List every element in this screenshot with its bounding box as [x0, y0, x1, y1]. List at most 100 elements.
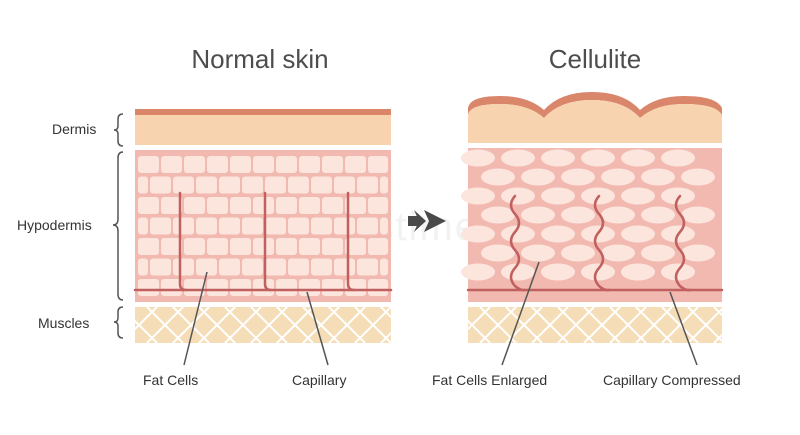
fat-cell — [276, 156, 297, 173]
fat-cell — [288, 217, 309, 235]
fat-cell — [184, 197, 205, 214]
leader-capillary-compressed — [669, 291, 698, 366]
fat-cell — [288, 258, 309, 276]
bracket-hypodermis — [112, 151, 124, 301]
fat-cell — [219, 217, 240, 235]
fat-cell — [299, 197, 320, 214]
fat-cell — [380, 176, 388, 194]
fat-cell — [276, 238, 297, 255]
label-capillary-compressed: Capillary Compressed — [603, 372, 741, 388]
fat-cell — [345, 156, 366, 173]
enlarged-fat-cell — [681, 206, 715, 224]
fat-cell — [322, 156, 343, 173]
enlarged-fat-cell — [561, 244, 595, 262]
fat-cell — [196, 258, 217, 276]
label-muscles: Muscles — [38, 315, 90, 331]
enlarged-fat-cell — [521, 244, 555, 262]
enlarged-fat-cell — [581, 149, 615, 167]
fat-cell — [368, 156, 388, 173]
enlarged-fat-cell — [661, 149, 695, 167]
enlarged-fat-cell — [561, 206, 595, 224]
fat-cell — [184, 238, 205, 255]
fat-cell — [253, 197, 274, 214]
fat-cell — [173, 217, 194, 235]
fat-cell — [242, 258, 263, 276]
fat-cell — [230, 238, 251, 255]
fat-cell — [219, 176, 240, 194]
fat-cell — [334, 217, 355, 235]
fat-cell — [173, 258, 194, 276]
enlarged-fat-cell — [621, 187, 655, 205]
normal-dermis-top-line — [135, 109, 391, 115]
callout-leader-lines — [183, 261, 698, 366]
bracket-dermis — [113, 113, 124, 147]
enlarged-fat-cell — [661, 187, 695, 205]
fat-cell — [184, 279, 205, 296]
fat-cell — [207, 238, 228, 255]
fat-cell — [334, 176, 355, 194]
fat-cell — [322, 238, 343, 255]
fat-cell — [345, 238, 366, 255]
enlarged-fat-cell — [501, 263, 535, 281]
enlarged-fat-cell — [601, 244, 635, 262]
normal-capillaries — [133, 191, 393, 292]
enlarged-fat-cell — [461, 263, 495, 281]
fat-cell — [276, 197, 297, 214]
enlarged-fat-cell — [521, 206, 555, 224]
enlarged-fat-cell — [521, 168, 555, 186]
fat-cell — [207, 197, 228, 214]
leader-capillary — [306, 291, 329, 366]
fat-cell — [138, 176, 148, 194]
enlarged-fat-cell — [481, 206, 515, 224]
fat-cell — [150, 176, 171, 194]
enlarged-fat-cell — [541, 149, 575, 167]
leader-fat-cells-enlarged — [501, 261, 540, 366]
fat-cell — [219, 258, 240, 276]
cellulite-capillaries — [466, 194, 724, 292]
enlarged-fat-cell — [461, 187, 495, 205]
fat-cell — [345, 197, 366, 214]
fat-cell — [380, 217, 388, 235]
normal-skin-panel — [133, 109, 393, 343]
fat-cell — [138, 156, 159, 173]
enlarged-fat-cell — [601, 168, 635, 186]
enlarged-fat-cell — [681, 168, 715, 186]
enlarged-fat-cell — [481, 168, 515, 186]
fat-cell — [322, 197, 343, 214]
fat-cell — [184, 156, 205, 173]
enlarged-fat-cell — [601, 206, 635, 224]
fat-cell — [299, 238, 320, 255]
label-capillary: Capillary — [292, 372, 347, 388]
fat-cell — [357, 217, 378, 235]
fat-cell — [161, 197, 182, 214]
fat-cell — [230, 197, 251, 214]
enlarged-fat-cell — [581, 263, 615, 281]
cellulite-dermis — [468, 100, 722, 143]
fat-cell — [138, 258, 148, 276]
enlarged-fat-cell — [541, 225, 575, 243]
enlarged-fat-cell — [461, 225, 495, 243]
enlarged-fat-cell — [501, 187, 535, 205]
fat-cell — [138, 279, 159, 296]
enlarged-fat-cell — [481, 244, 515, 262]
title-cellulite: Cellulite — [548, 44, 642, 74]
fat-cell — [357, 258, 378, 276]
fat-cell — [230, 279, 251, 296]
fat-cell — [368, 197, 388, 214]
fat-cell — [299, 156, 320, 173]
enlarged-fat-cell — [621, 149, 655, 167]
fat-cell — [288, 176, 309, 194]
fat-cell — [207, 279, 228, 296]
fat-cell — [173, 176, 194, 194]
fat-cell — [368, 238, 388, 255]
fat-cell — [334, 258, 355, 276]
enlarged-fat-cell — [641, 206, 675, 224]
fat-cell — [242, 176, 263, 194]
enlarged-fat-cell — [501, 225, 535, 243]
cellulite-muscle-layer — [468, 307, 722, 343]
normal-dermis — [135, 115, 391, 145]
fat-cell — [253, 279, 274, 296]
title-normal-skin: Normal skin — [191, 44, 329, 74]
